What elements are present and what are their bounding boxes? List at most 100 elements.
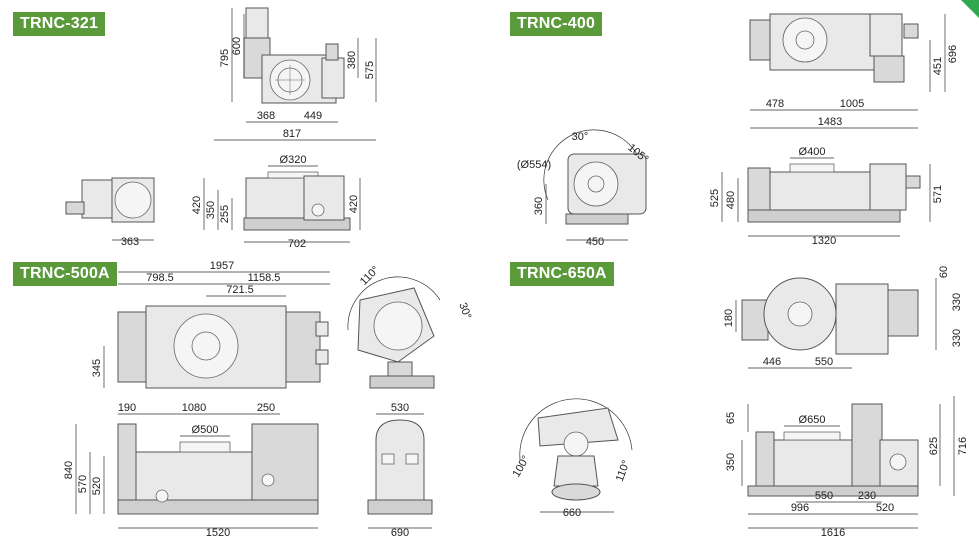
corner-tab — [961, 0, 979, 18]
dim-450: 450 — [586, 236, 604, 248]
table-bore — [191, 331, 221, 361]
drive-housing — [251, 423, 319, 501]
support — [387, 361, 413, 377]
table-body — [245, 177, 305, 219]
dim-d320: Ø320 — [280, 154, 307, 166]
trnc-650a-side-view: 100° 110° 660 — [511, 398, 633, 519]
dim-525: 525 — [709, 189, 721, 207]
drive-housing — [869, 163, 907, 211]
dim-230: 230 — [858, 490, 876, 502]
dim-420b: 420 — [348, 195, 360, 213]
tilt-drive — [869, 13, 903, 57]
dim-345: 345 — [91, 359, 103, 377]
dim-550a: 550 — [815, 356, 833, 368]
dim-1520: 1520 — [206, 527, 230, 539]
dim-1320: 1320 — [812, 235, 836, 247]
dim-446: 446 — [763, 356, 781, 368]
dim-550b: 550 — [815, 490, 833, 502]
dim-817: 817 — [283, 128, 301, 140]
dim-330a: 330 — [951, 293, 963, 311]
table-face — [789, 163, 835, 173]
motor-housing — [245, 7, 269, 39]
left-motor — [749, 19, 771, 61]
table-face — [267, 171, 319, 179]
dim-255: 255 — [219, 205, 231, 223]
dim-1080: 1080 — [182, 402, 206, 414]
dim-795: 795 — [219, 49, 231, 67]
dim-350: 350 — [205, 201, 217, 219]
window — [381, 453, 395, 465]
angle-30: 30° — [456, 301, 473, 321]
dim-996: 996 — [791, 502, 809, 514]
dim-716: 716 — [957, 437, 969, 455]
tilt-arc — [543, 129, 641, 201]
model-tag-trnc-400: TRNC-400 — [510, 12, 603, 36]
dim-368: 368 — [257, 110, 275, 122]
connector — [315, 321, 329, 337]
dim-d500: Ø500 — [192, 424, 219, 436]
dim-360: 360 — [533, 197, 545, 215]
drive-column — [851, 403, 883, 487]
trnc-400-side-view: 30° 105° (Ø554) 360 450 — [517, 129, 651, 248]
drive-cap — [311, 203, 325, 217]
trnc-650a-front-view: Ø650 65 350 625 716 550 230 996 520 1616 — [725, 396, 969, 539]
connector — [905, 175, 921, 189]
side-motor-cap — [325, 43, 339, 61]
side-motor — [321, 57, 345, 99]
trnc-500a-front-view: 190 1080 250 Ø500 840 570 520 1520 — [63, 402, 319, 539]
dim-702: 702 — [288, 238, 306, 250]
base — [367, 499, 433, 515]
dim-1483: 1483 — [818, 116, 842, 128]
left-bearing — [741, 299, 769, 341]
window — [405, 453, 419, 465]
dim-530: 530 — [391, 402, 409, 414]
trnc-400-top-view: 451 696 478 1005 1483 — [749, 13, 959, 129]
trnc-650a-top-view: 60 330 330 180 446 550 — [723, 266, 963, 369]
dim-350: 350 — [725, 453, 737, 471]
housing — [375, 419, 425, 501]
dim-690: 690 — [391, 527, 409, 539]
trunnion — [563, 431, 589, 457]
dim-575: 575 — [364, 61, 376, 79]
connector — [315, 349, 329, 365]
dim-696: 696 — [947, 45, 959, 63]
base-plate — [747, 209, 901, 223]
dim-d400: Ø400 — [799, 146, 826, 158]
dim-1158: 1158.5 — [248, 272, 281, 284]
angle-110: 110° — [614, 459, 633, 484]
drive-housing — [303, 175, 345, 221]
faceplate — [114, 181, 152, 219]
model-tag-trnc-321: TRNC-321 — [13, 12, 106, 36]
motor-shaft — [65, 201, 85, 215]
tilt-arc — [347, 276, 441, 331]
dim-190: 190 — [118, 402, 136, 414]
table-body — [773, 439, 861, 487]
dim-840: 840 — [63, 461, 75, 479]
tilt-arc — [519, 398, 633, 461]
dim-420a: 420 — [191, 196, 203, 214]
dim-798: 798.5 — [146, 272, 174, 284]
base — [551, 483, 601, 501]
dim-d554: (Ø554) — [517, 159, 551, 171]
base — [369, 375, 435, 389]
table-bore — [787, 301, 813, 327]
left-support — [747, 167, 771, 211]
bolt-head — [155, 489, 169, 503]
left-bearing — [117, 311, 147, 383]
table-body — [135, 451, 253, 501]
table-body — [769, 171, 871, 211]
dim-478: 478 — [766, 98, 784, 110]
drive-motor — [887, 289, 919, 337]
trnc-321-top-view: 795 600 380 575 368 449 817 — [214, 7, 377, 141]
angle-30: 30° — [572, 131, 589, 143]
dim-625: 625 — [928, 437, 940, 455]
angle-110: 110° — [358, 264, 382, 288]
dim-363: 363 — [121, 236, 139, 248]
trnc-400-front-view: Ø400 525 480 571 1320 — [709, 146, 944, 247]
left-support — [755, 431, 775, 487]
dim-721: 721.5 — [226, 284, 254, 296]
dim-520: 520 — [876, 502, 894, 514]
table-face — [783, 431, 841, 441]
dim-660: 660 — [563, 507, 581, 519]
